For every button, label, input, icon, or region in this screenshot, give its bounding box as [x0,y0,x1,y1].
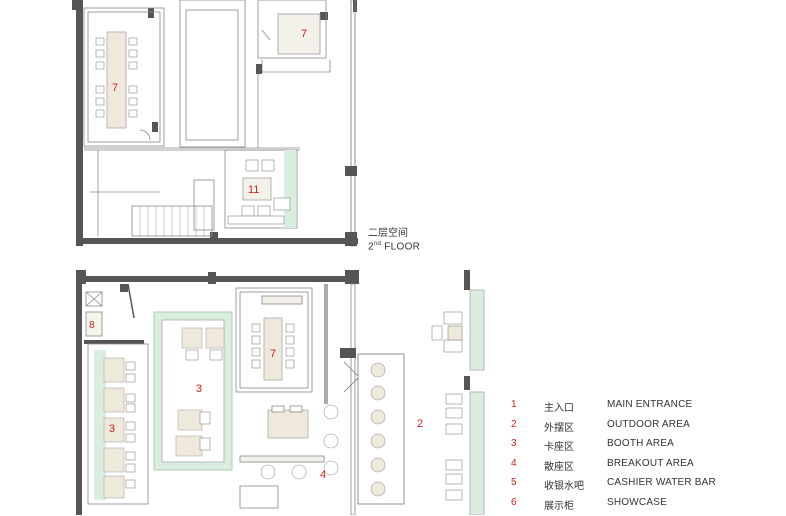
room-tag-3-left: 3 [109,423,115,435]
floor-label-en: 2nd FLOOR [368,241,420,252]
room-tag-11: 11 [248,184,259,196]
legend-en: SHOWCASE [607,497,667,508]
legend-en: CASHIER WATER BAR [607,477,716,488]
legend-num: 6 [511,497,517,508]
legend-cn: 卡座区 [544,438,574,453]
legend-row: 6 展示柜 SHOWCASE [508,497,778,516]
legend-en: BOOTH AREA [607,438,674,449]
lower-floor [76,270,484,515]
legend-cn: 散座区 [544,458,574,473]
legend-num: 4 [511,458,517,469]
legend-cn: 主入口 [544,399,574,414]
legend-cn: 外摆区 [544,419,574,434]
legend-row: 2 外摆区 OUTDOOR AREA [508,419,778,439]
legend: 1 主入口 MAIN ENTRANCE 2 外摆区 OUTDOOR AREA 3… [508,399,778,516]
legend-row: 4 散座区 BREAKOUT AREA [508,458,778,478]
legend-row: 5 收银水吧 CASHIER WATER BAR [508,477,778,497]
upper-floor [72,0,358,246]
floor-label-cn: 二层空间 [368,224,408,239]
legend-num: 3 [511,438,517,449]
legend-row: 1 主入口 MAIN ENTRANCE [508,399,778,419]
legend-cn: 展示柜 [544,497,574,512]
room-tag-7-upper-left: 7 [112,82,118,94]
legend-num: 2 [511,419,517,430]
legend-row: 3 卡座区 BOOTH AREA [508,438,778,458]
room-tag-7-lower: 7 [270,348,276,360]
legend-num: 5 [511,477,517,488]
room-tag-2: 2 [417,418,423,430]
legend-en: MAIN ENTRANCE [607,399,692,410]
legend-en: BREAKOUT AREA [607,458,694,469]
room-tag-8: 8 [89,320,95,331]
room-tag-7-upper-right: 7 [301,28,307,40]
legend-en: OUTDOOR AREA [607,419,690,430]
room-tag-4: 4 [320,469,326,481]
floor-en-suffix: FLOOR [381,241,420,252]
legend-num: 1 [511,399,517,410]
legend-cn: 收银水吧 [544,477,584,492]
room-tag-3-center: 3 [196,383,202,395]
